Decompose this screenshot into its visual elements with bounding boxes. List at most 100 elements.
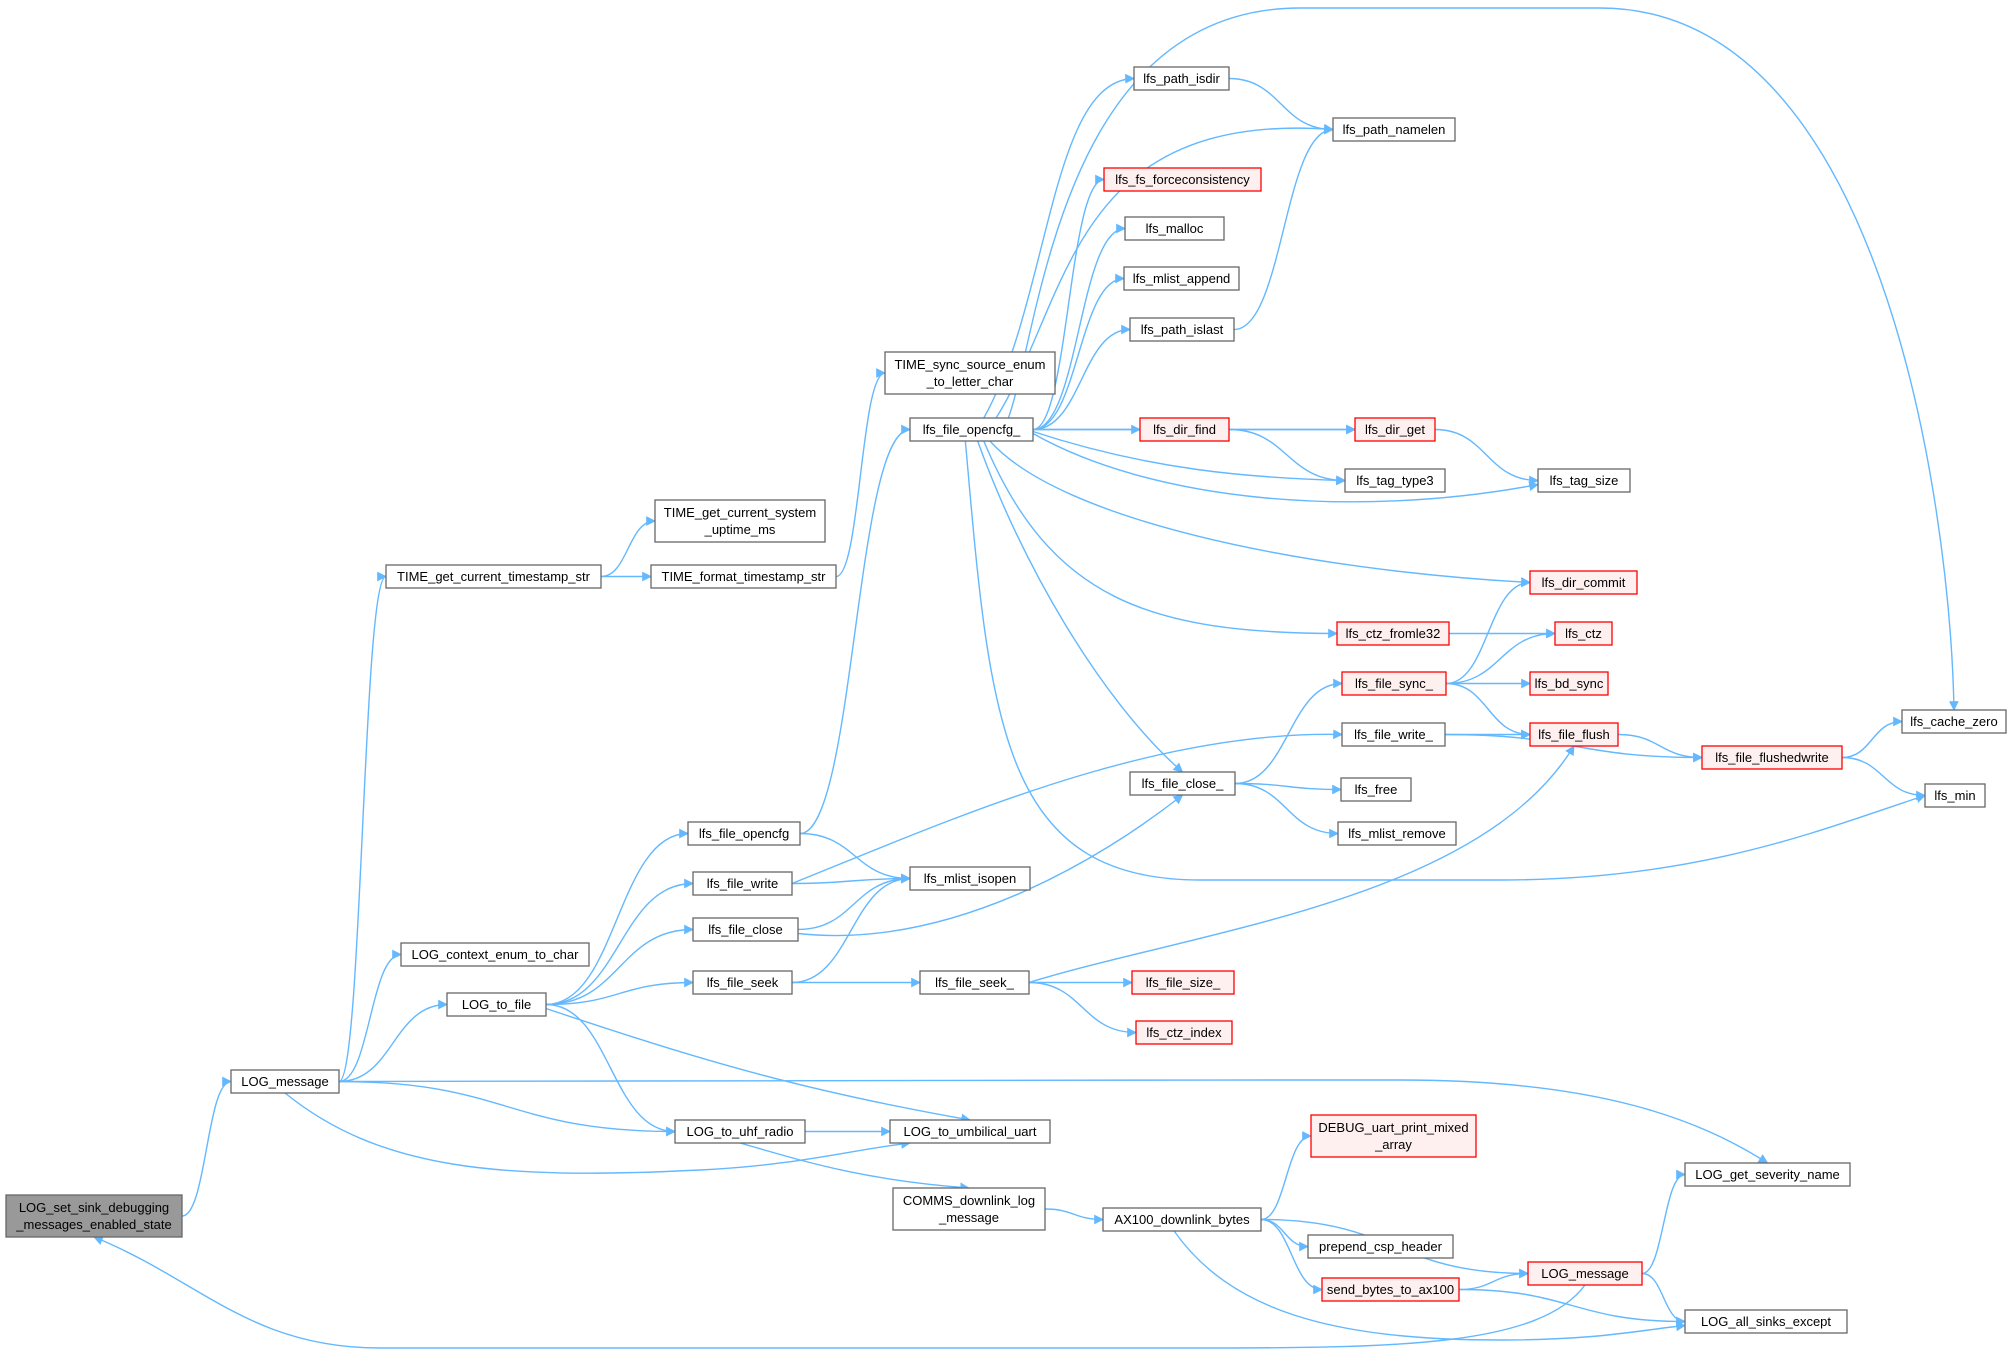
function-node[interactable]: lfs_malloc — [1124, 216, 1225, 241]
node-box — [1529, 570, 1638, 595]
node-box — [692, 917, 799, 942]
node-label: lfs_mlist_isopen — [924, 871, 1017, 886]
node-box — [1307, 1234, 1454, 1259]
node-box — [892, 1187, 1046, 1231]
node-label: lfs_file_size_ — [1146, 975, 1221, 990]
node-box — [1344, 468, 1446, 493]
function-node[interactable]: LOG_to_file — [446, 992, 547, 1017]
function-node[interactable]: DEBUG_uart_print_mixed_array — [1310, 1114, 1477, 1158]
function-node[interactable]: LOG_message — [1527, 1261, 1643, 1286]
call-edge-n17-to-n30 — [989, 440, 1531, 587]
edge-line — [791, 873, 911, 984]
function-node[interactable]: lfs_mlist_remove — [1337, 821, 1457, 846]
function-node[interactable]: lfs_path_islast — [1129, 317, 1235, 342]
function-node[interactable]: lfs_dir_find — [1139, 417, 1230, 442]
edge-line — [1234, 678, 1343, 785]
node-box — [1336, 621, 1450, 646]
edge-line — [1028, 745, 1575, 984]
node-box — [1701, 745, 1843, 770]
function-node[interactable]: lfs_mlist_append — [1123, 266, 1240, 291]
function-node[interactable]: lfs_file_opencfg — [687, 821, 801, 846]
function-node[interactable]: lfs_file_seek — [692, 970, 793, 995]
function-node[interactable]: TIME_get_current_timestamp_str — [385, 564, 602, 589]
function-node[interactable]: lfs_dir_get — [1354, 417, 1436, 442]
function-node[interactable]: lfs_file_size_ — [1131, 970, 1235, 995]
edge-line — [1234, 782, 1342, 795]
function-node[interactable]: LOG_to_umbilical_uart — [889, 1119, 1051, 1144]
edge-line — [1032, 273, 1125, 431]
function-node[interactable]: lfs_bd_sync — [1529, 671, 1609, 696]
function-node[interactable]: lfs_fs_forceconsistency — [1103, 167, 1262, 192]
node-label: lfs_file_write_ — [1354, 727, 1434, 742]
call-edge-n5-to-n43 — [739, 1142, 970, 1193]
function-node[interactable]: lfs_file_flush — [1529, 722, 1619, 747]
function-node[interactable]: lfs_path_isdir — [1133, 66, 1230, 91]
function-node[interactable]: lfs_cache_zero — [1901, 709, 2007, 734]
call-edge-n14-to-n19 — [791, 729, 1343, 885]
edge-line — [338, 1079, 1769, 1164]
edge-line — [545, 977, 694, 1006]
function-node[interactable]: lfs_file_close — [692, 917, 799, 942]
node-box — [1123, 266, 1240, 291]
function-node[interactable]: COMMS_downlink_log_message — [892, 1187, 1046, 1231]
function-node[interactable]: lfs_file_sync_ — [1341, 671, 1447, 696]
call-edge-n4-to-n14 — [545, 878, 694, 1006]
function-node[interactable]: prepend_csp_header — [1307, 1234, 1454, 1259]
node-label: LOG_to_uhf_radio — [687, 1124, 794, 1139]
function-node[interactable]: LOG_message — [230, 1069, 340, 1094]
function-node[interactable]: lfs_file_write — [692, 871, 793, 896]
node-box — [1133, 66, 1230, 91]
function-node[interactable]: lfs_ctz_index — [1135, 1020, 1233, 1045]
function-node[interactable]: lfs_ctz — [1554, 621, 1613, 646]
node-label: lfs_ctz — [1565, 626, 1602, 641]
node-label: LOG_get_severity_name — [1695, 1167, 1840, 1182]
function-node[interactable]: TIME_get_current_system_uptime_ms — [654, 499, 826, 543]
call-edge-n13-to-n15 — [791, 873, 911, 984]
function-node[interactable]: lfs_file_flushedwrite — [1701, 745, 1843, 770]
edge-line — [338, 571, 387, 1083]
function-node[interactable]: lfs_mlist_isopen — [909, 866, 1031, 891]
call-edge-n16-to-n39 — [1234, 782, 1342, 795]
function-node[interactable]: lfs_dir_commit — [1529, 570, 1638, 595]
edge-line — [1228, 77, 1334, 135]
edge-line — [338, 999, 448, 1083]
call-edge-n35-to-n36 — [1617, 733, 1703, 763]
function-node[interactable]: lfs_tag_size — [1537, 468, 1631, 493]
function-node[interactable]: lfs_path_namelen — [1332, 117, 1456, 142]
function-node[interactable]: send_bytes_to_ax100 — [1321, 1277, 1460, 1302]
function-node[interactable]: lfs_file_write_ — [1341, 722, 1446, 747]
function-node[interactable]: lfs_free — [1340, 777, 1412, 802]
call-edge-n33-to-n30 — [1445, 577, 1531, 685]
edge-line — [1032, 432, 1539, 503]
function-node[interactable]: lfs_file_close_ — [1129, 771, 1236, 796]
node-box — [909, 417, 1034, 442]
function-node[interactable]: lfs_file_seek_ — [919, 970, 1030, 995]
function-node[interactable]: LOG_get_severity_name — [1684, 1162, 1851, 1187]
node-box — [889, 1119, 1051, 1144]
function-node[interactable]: LOG_to_uhf_radio — [674, 1119, 806, 1144]
function-node[interactable]: TIME_format_timestamp_str — [650, 564, 837, 589]
call-edge-n7-to-n9 — [600, 516, 656, 578]
call-edge-n4-to-n12 — [545, 828, 689, 1006]
call-edge-n16-to-n33 — [1234, 678, 1343, 785]
function-node[interactable]: lfs_tag_type3 — [1344, 468, 1446, 493]
function-node[interactable]: LOG_all_sinks_except — [1684, 1309, 1848, 1334]
function-node[interactable]: lfs_ctz_fromle32 — [1336, 621, 1450, 646]
edge-line — [799, 832, 911, 884]
function-node[interactable]: lfs_min — [1924, 783, 1986, 808]
edge-line — [545, 924, 694, 1006]
edge-line — [1445, 577, 1531, 685]
function-node[interactable]: lfs_file_opencfg_ — [909, 417, 1034, 442]
node-box — [909, 866, 1031, 891]
node-box — [1354, 417, 1436, 442]
call-edge-n17-to-n22 — [1032, 174, 1105, 431]
node-box — [1341, 722, 1446, 747]
function-node[interactable]: AX100_downlink_bytes — [1102, 1207, 1262, 1232]
call-edge-n14-to-n15 — [791, 873, 911, 885]
function-node[interactable]: LOG_context_enum_to_char — [400, 942, 590, 967]
edge-line — [284, 1092, 911, 1174]
node-label: _array — [1374, 1137, 1412, 1152]
function-node[interactable]: TIME_sync_source_enum_to_letter_char — [884, 351, 1056, 395]
call-edge-n12-to-n17 — [799, 424, 911, 835]
node-box — [1529, 671, 1609, 696]
